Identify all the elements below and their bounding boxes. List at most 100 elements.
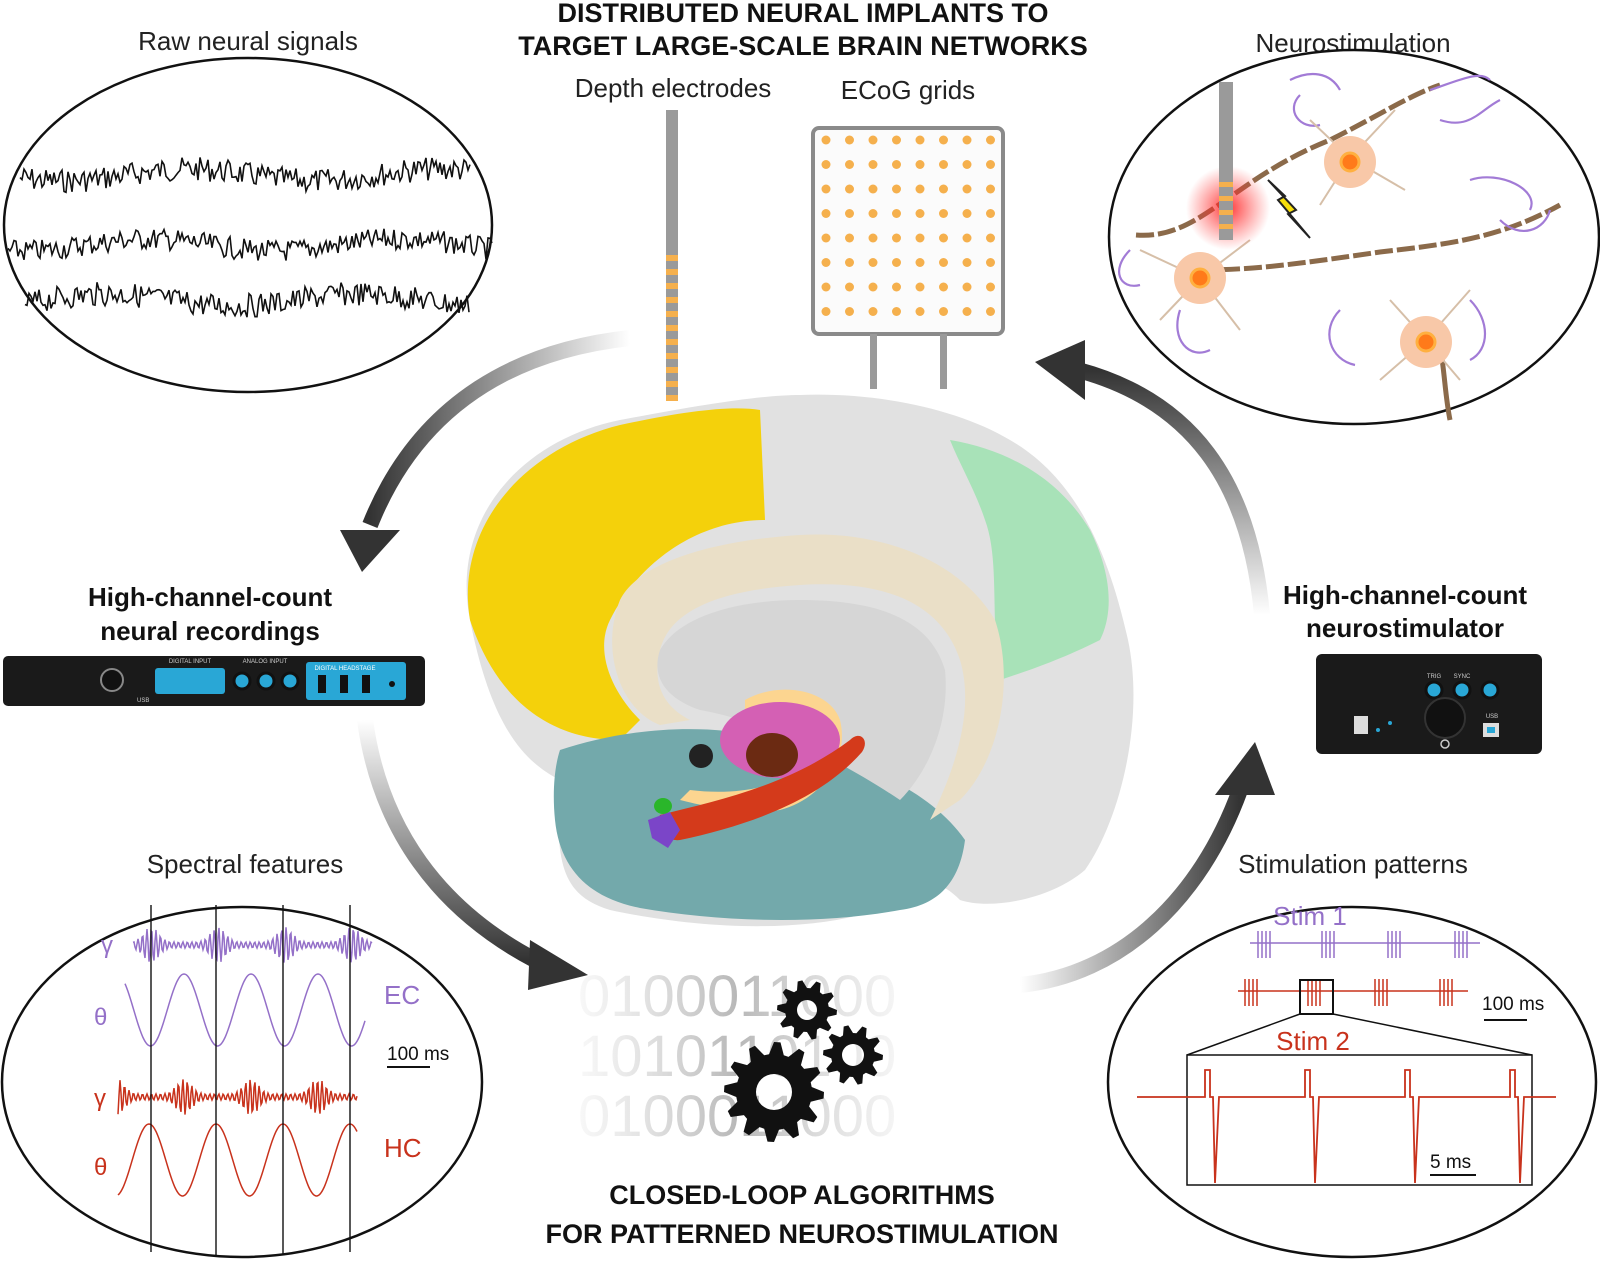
arrow-head-right-bottom xyxy=(1215,742,1275,795)
binary-row-1: 0100011000 xyxy=(578,964,896,1029)
ecog-contact xyxy=(986,282,995,292)
algorithm-title-line-2: FOR PATTERNED NEUROSTIMULATION xyxy=(546,1219,1059,1249)
ecog-contact xyxy=(915,209,925,218)
ecog-contact xyxy=(845,209,854,218)
ecog-contact xyxy=(821,160,831,169)
recorder-title-line-2: neural recordings xyxy=(100,616,320,646)
electrode-contact xyxy=(666,269,678,275)
power-button-icon xyxy=(100,668,124,692)
ecog-contact xyxy=(986,233,995,243)
ecog-contact xyxy=(986,209,995,218)
ecog-contact xyxy=(868,135,878,145)
ecog-contact xyxy=(845,307,854,316)
trig-label: TRIG xyxy=(1427,674,1442,680)
brain-illustration xyxy=(466,394,1134,927)
electrode-contact xyxy=(666,255,678,261)
ecog-contact xyxy=(939,160,948,169)
stim-scale-label-100ms: 100 ms xyxy=(1482,994,1544,1015)
ecog-contact xyxy=(868,307,878,316)
stimulator-title-line-2: neurostimulator xyxy=(1306,613,1504,643)
hc-label: HC xyxy=(384,1133,422,1163)
ecog-contact xyxy=(939,258,948,267)
ec-theta-trace xyxy=(124,973,366,1047)
ecog-contact xyxy=(915,135,925,145)
ecog-contact xyxy=(915,258,925,267)
ecog-contact xyxy=(962,209,972,218)
ecog-contact xyxy=(845,184,854,194)
ecog-contact xyxy=(986,258,995,267)
ecog-contact xyxy=(962,258,972,267)
recorder-title-line-1: High-channel-count xyxy=(88,582,332,612)
depth-electrodes-label: Depth electrodes xyxy=(575,73,772,103)
ecog-contact xyxy=(845,258,854,267)
ecog-contact xyxy=(892,209,901,218)
ecog-contact xyxy=(845,282,854,292)
stimulator-usb-label: USB xyxy=(1486,714,1498,720)
hc-theta-label: θ xyxy=(94,1154,107,1181)
ecog-contact xyxy=(915,307,925,316)
stim2-label: Stim 2 xyxy=(1276,1026,1350,1056)
ecog-contact xyxy=(821,233,831,243)
gear-icon xyxy=(777,980,837,1040)
stim-trains xyxy=(1238,931,1480,1006)
gear-icon xyxy=(724,1042,824,1142)
ec-gamma-trace xyxy=(132,927,373,963)
neurostimulation-ellipse xyxy=(1107,48,1600,426)
ecog-contact xyxy=(962,233,972,243)
spectral-features-ellipse xyxy=(0,905,484,1259)
stimulator-power-icon xyxy=(1440,739,1450,749)
sync-label: SYNC xyxy=(1454,674,1471,680)
binary-background: 0100011000 1010110100 0100011000 xyxy=(578,964,896,1149)
ecog-contact xyxy=(868,258,878,267)
ecog-contact xyxy=(962,160,972,169)
spectral-features-label: Spectral features xyxy=(147,849,344,879)
ecog-contact xyxy=(845,233,854,243)
depth-electrode xyxy=(666,110,678,401)
ecog-contact xyxy=(939,233,948,243)
ec-theta-label: θ xyxy=(94,1004,107,1031)
digital-headstage-label: DIGITAL HEADSTAGE xyxy=(315,666,376,672)
raw-signal-trace xyxy=(7,227,493,261)
zoom-panel xyxy=(1186,1054,1533,1186)
ecog-contact xyxy=(915,184,925,194)
ecog-contact xyxy=(986,184,995,194)
ecog-contact xyxy=(915,282,925,292)
neuron-illustration xyxy=(1118,72,1562,421)
ecog-contact xyxy=(939,184,948,194)
hc-gamma-label: γ xyxy=(94,1085,106,1112)
ecog-contact xyxy=(868,233,878,243)
ecog-contact xyxy=(986,307,995,316)
raw-signals-traces xyxy=(7,157,493,318)
ecog-contact xyxy=(892,258,901,267)
ecog-contact xyxy=(868,160,878,169)
ecog-contact xyxy=(821,258,831,267)
raw-signals-label: Raw neural signals xyxy=(138,26,358,56)
lightning-icon xyxy=(1267,179,1311,239)
ecog-contact xyxy=(845,135,854,145)
gear-icon xyxy=(823,1025,883,1085)
ecog-contact xyxy=(939,282,948,292)
arrow-head-left-top xyxy=(340,530,400,572)
ecog-contact xyxy=(821,307,831,316)
algorithm-title-line-1: CLOSED-LOOP ALGORITHMS xyxy=(609,1180,995,1210)
title-line-1: DISTRIBUTED NEURAL IMPLANTS TO xyxy=(557,0,1048,28)
ecog-contact xyxy=(868,209,878,218)
electrode-contact xyxy=(666,367,678,373)
spectral-gridlines xyxy=(150,905,351,1255)
ecog-contact xyxy=(962,307,972,316)
electrode-contact xyxy=(666,395,678,401)
ecog-contact xyxy=(892,233,901,243)
zoom-box xyxy=(1299,979,1334,1015)
recording-device: USB DIGITAL INPUT ANALOG INPUT DIGITAL H… xyxy=(3,656,425,706)
stim1-label: Stim 1 xyxy=(1273,901,1347,931)
hc-theta-trace xyxy=(117,1123,358,1197)
ecog-grid xyxy=(811,126,1005,389)
ecog-grids-label: ECoG grids xyxy=(841,75,975,105)
ecog-contact xyxy=(939,307,948,316)
ecog-contact xyxy=(892,160,901,169)
stimulation-patterns-label: Stimulation patterns xyxy=(1238,849,1468,879)
ec-gamma-label: γ xyxy=(101,932,113,959)
zoom-lines xyxy=(1186,1013,1533,1056)
title-line-2: TARGET LARGE-SCALE BRAIN NETWORKS xyxy=(518,31,1087,61)
